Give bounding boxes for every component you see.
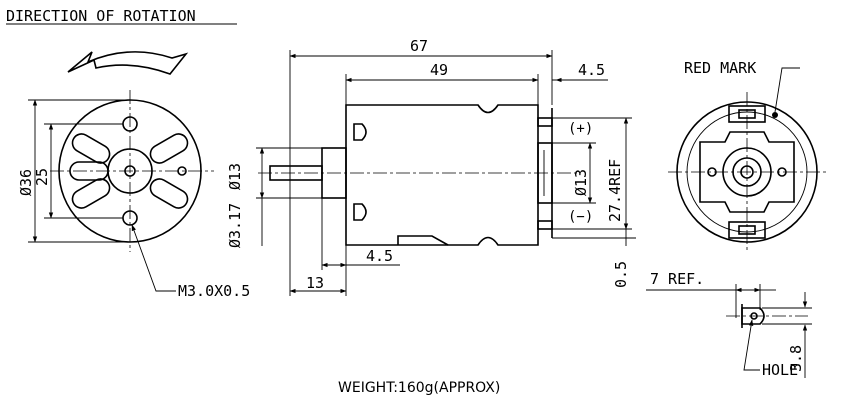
dim-terminal-spacing-label: 27.4REF [606, 159, 624, 222]
weight-label: WEIGHT:160g(APPROX) [338, 380, 500, 396]
body-detail [353, 203, 367, 221]
dim-flat-length-label: 4.5 [366, 247, 393, 265]
front-slot [149, 178, 189, 209]
dim-boss-diameter-label: Ø13 [226, 163, 244, 190]
rear-view: RED MARK [668, 59, 828, 252]
positive-label: (+) [568, 121, 593, 137]
hole-label: HOLE [762, 361, 798, 379]
ref-length-label: 7 REF. [650, 270, 704, 288]
dim-overall-length-label: 67 [410, 37, 428, 55]
heading-group: DIRECTION OF ROTATION [6, 7, 237, 25]
motor-body [345, 104, 539, 246]
red-mark-leader [774, 67, 800, 113]
terminal-negative [537, 220, 553, 230]
brush-plate [699, 131, 795, 213]
dim-body-length-label: 49 [430, 61, 448, 79]
body-flat [397, 235, 449, 246]
front-view: Ø36 25 M3.0X0.5 [17, 90, 250, 300]
front-slot [71, 133, 111, 164]
red-mark-dot [772, 112, 778, 118]
red-mark-label: RED MARK [684, 59, 756, 77]
rotation-arrow [67, 51, 189, 75]
front-slot [71, 178, 111, 209]
negative-label: (−) [568, 209, 593, 225]
dim-shaft-length-label: 13 [306, 274, 324, 292]
thread-leader [131, 224, 176, 292]
hole-leader [743, 319, 760, 371]
heading: DIRECTION OF ROTATION [6, 7, 196, 25]
terminal-detail: 7 REF. HOLE 3.8 [646, 270, 812, 379]
dim-shaft-diameter-label: Ø3.17 [226, 203, 244, 248]
dim-terminal-offset-label: 4.5 [578, 61, 605, 79]
dim-hole-spacing-label: 25 [33, 168, 51, 186]
body-detail [353, 123, 367, 141]
dim-terminal-thickness-label: 0.5 [612, 261, 630, 288]
thread-callout: M3.0X0.5 [178, 282, 250, 300]
terminal-positive [537, 117, 553, 127]
dim-outer-diameter-label: Ø36 [17, 169, 35, 196]
terminal-tab [741, 307, 765, 325]
front-slot [149, 133, 189, 164]
hole-height-label: 3.8 [787, 345, 805, 372]
dim-rear-boss-diameter-label: Ø13 [572, 169, 590, 196]
side-view: 67 49 4.5 Ø13 Ø3.17 13 4.5 (+) (−) [226, 37, 636, 296]
